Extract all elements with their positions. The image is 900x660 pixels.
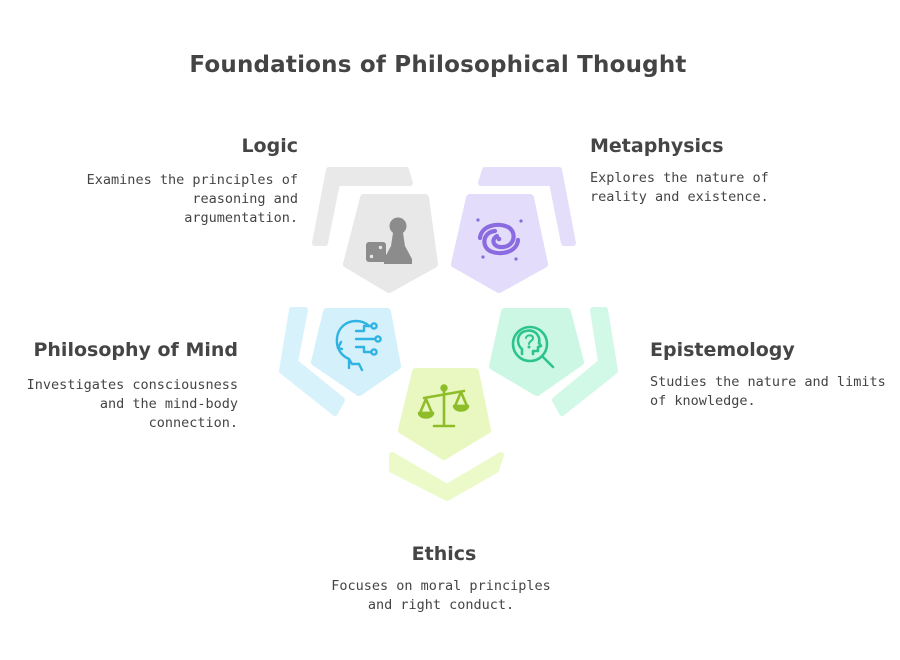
ethics-label: Ethics	[411, 543, 477, 565]
epistemology-description: Studies the nature and limits of knowled…	[650, 373, 886, 411]
logic-description-line: reasoning and	[192, 191, 298, 207]
chess-pawn-dice-icon	[366, 217, 412, 264]
mind-description-line: connection.	[148, 415, 238, 431]
mind-band	[279, 307, 345, 416]
mind-pentagon	[311, 308, 401, 396]
metaphysics-label: Metaphysics	[590, 135, 724, 157]
balance-scale-icon	[417, 384, 470, 428]
metaphysics-description-line: Explores the nature of	[590, 170, 769, 186]
epistemology-band	[552, 307, 618, 416]
galaxy-icon	[476, 218, 523, 261]
ethics-band	[389, 452, 504, 501]
epistemology-description-line: Studies the nature and limits	[650, 374, 886, 390]
question-magnifier-icon	[511, 325, 555, 369]
mind-description: Investigates consciousness and the mind-…	[27, 376, 238, 433]
logic-pentagon	[343, 194, 438, 293]
metaphysics-band	[478, 167, 576, 246]
page-title: Foundations of Philosophical Thought	[189, 52, 687, 78]
epistemology-description-line: of knowledge.	[650, 393, 756, 409]
logic-description-line: Examines the principles of	[86, 172, 298, 188]
mind-description-line: and the mind-body	[99, 396, 238, 412]
logic-label: Logic	[241, 135, 298, 157]
metaphysics-description-line: reality and existence.	[590, 189, 769, 205]
epistemology-label: Epistemology	[650, 339, 795, 361]
mind-description-line: Investigates consciousness	[26, 377, 238, 393]
ethics-description-line: and right conduct.	[367, 597, 515, 613]
logic-description-line: argumentation.	[184, 210, 298, 226]
logic-band	[312, 167, 413, 246]
metaphysics-pentagon	[451, 194, 548, 293]
mind-label: Philosophy of Mind	[33, 339, 238, 361]
head-circuit-icon	[335, 319, 382, 372]
logic-description: Examines the principles of reasoning and…	[87, 171, 298, 228]
ethics-description: Focuses on moral principles and right co…	[291, 577, 591, 615]
ethics-description-line: Focuses on moral principles	[331, 578, 551, 594]
metaphysics-description: Explores the nature of reality and exist…	[590, 169, 769, 207]
